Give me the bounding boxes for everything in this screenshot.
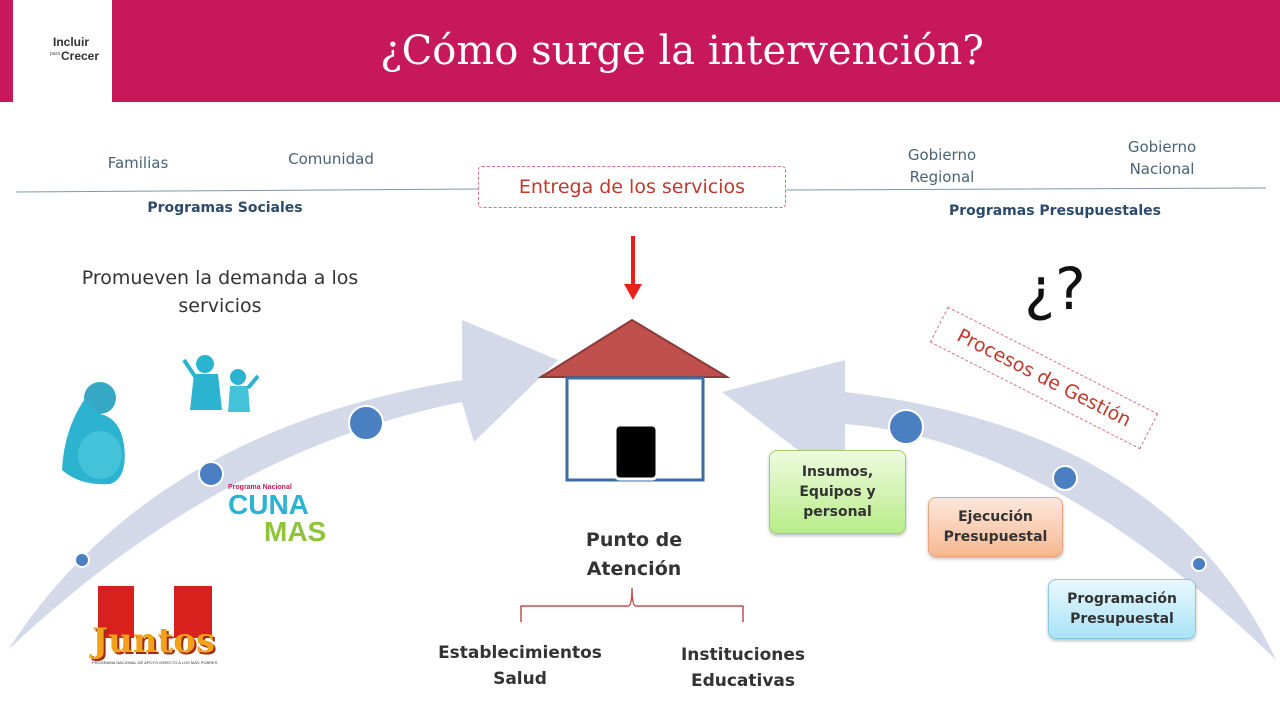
arrow-dot bbox=[1191, 556, 1207, 572]
left-divider bbox=[15, 188, 479, 193]
arrow-dot bbox=[1052, 465, 1078, 491]
cuna-mas-logo: Programa Nacional CUNA MAS bbox=[228, 484, 338, 556]
gobierno-regional-label: Gobierno Regional bbox=[907, 146, 977, 186]
promueven-text: Promueven la demanda a los servicios bbox=[81, 267, 359, 317]
juntos-tagline: PROGRAMA NACIONAL DE APOYO DIRECTO A LOS… bbox=[92, 660, 218, 665]
question-mark: ¿? bbox=[1024, 255, 1086, 323]
right-curved-arrow bbox=[722, 360, 1276, 660]
instituciones-label: Instituciones Educativas bbox=[680, 645, 806, 691]
programacion-box: Programación Presupuestal bbox=[1048, 579, 1196, 639]
right-divider bbox=[785, 187, 1267, 191]
down-arrow-head bbox=[624, 284, 642, 300]
logo-text-line3: Crecer bbox=[61, 49, 100, 63]
juntos-label: Juntos bbox=[92, 621, 216, 661]
juntos-flag bbox=[98, 586, 212, 638]
cuna-mas-small-label: Programa Nacional bbox=[228, 484, 292, 491]
arrow-dot bbox=[348, 405, 384, 441]
arrow-dot bbox=[198, 461, 224, 487]
establecimientos-label: Establecimientos Salud bbox=[438, 643, 602, 689]
ejecucion-box: Ejecución Presupuestal bbox=[928, 497, 1063, 557]
insumos-box: Insumos, Equipos y personal bbox=[769, 450, 906, 534]
punto-atencion-label: Punto de Atención bbox=[585, 529, 683, 580]
children-icon bbox=[182, 355, 260, 412]
header-bar bbox=[0, 0, 1280, 102]
programas-presupuestales-label: Programas Presupuestales bbox=[949, 203, 1161, 219]
house-roof bbox=[537, 318, 731, 378]
logo: Incluir para Crecer bbox=[13, 0, 112, 102]
brace bbox=[520, 587, 744, 622]
juntos-logo: Juntos PROGRAMA NACIONAL DE APOYO DIRECT… bbox=[92, 622, 222, 672]
page-title: ¿Cómo surge la intervención? bbox=[380, 28, 984, 74]
entrega-servicios-box: Entrega de los servicios bbox=[478, 166, 786, 208]
mas-label: MAS bbox=[264, 516, 327, 547]
programas-sociales-label: Programas Sociales bbox=[147, 200, 303, 216]
arrow-dot bbox=[74, 552, 90, 568]
mother-icon bbox=[62, 382, 125, 485]
comunidad-label: Comunidad bbox=[288, 150, 374, 168]
logo-text-line2: para bbox=[50, 51, 61, 57]
familias-label: Familias bbox=[107, 154, 169, 172]
logo-text-line1: Incluir bbox=[53, 35, 90, 49]
gobierno-nacional-label: Gobierno Nacional bbox=[1127, 138, 1197, 178]
house-door bbox=[613, 423, 659, 481]
cuna-label: CUNA bbox=[228, 489, 309, 520]
left-curved-arrow bbox=[8, 320, 558, 650]
arrow-dot bbox=[888, 409, 924, 445]
